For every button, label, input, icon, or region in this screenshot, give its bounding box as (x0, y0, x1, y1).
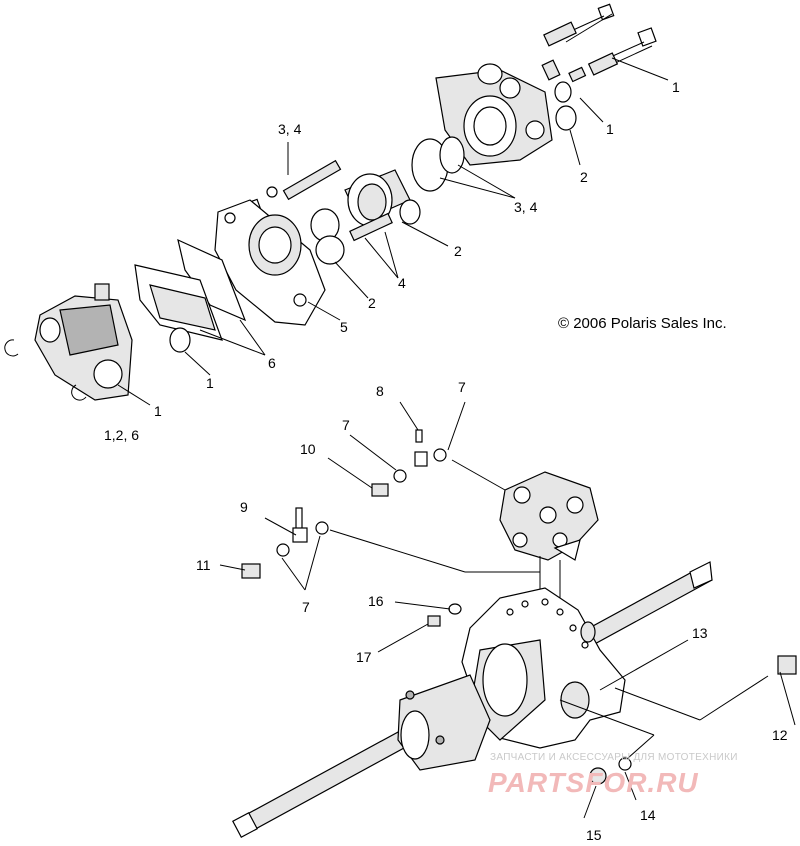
caliper-housing-outer (435, 63, 553, 166)
caliper-pistons (310, 169, 421, 265)
piston-seals (411, 136, 465, 192)
leader-lines-upper (117, 57, 669, 406)
bolt-11 (241, 563, 261, 579)
callout-12: 12 (772, 727, 788, 743)
callout-5: 5 (340, 319, 348, 335)
callout-13: 13 (692, 625, 708, 641)
caliper-housing-inner (34, 283, 191, 401)
callout-1: 1 (206, 375, 214, 391)
bleeder-parts (219, 401, 506, 591)
callout-7: 7 (458, 379, 466, 395)
washer-7-left (393, 469, 407, 483)
callout-1: 1 (154, 403, 162, 419)
caliper-bracket (214, 199, 326, 326)
callout-3-4: 3, 4 (278, 121, 302, 137)
nut-15 (589, 767, 607, 785)
callout-11: 11 (196, 557, 211, 573)
snap-ring-bottom (71, 384, 87, 401)
shaft-collar (580, 621, 596, 643)
cv-boot (397, 639, 546, 771)
bleeder-screw-9 (292, 527, 308, 543)
callout-15: 15 (586, 827, 602, 843)
callout-7: 7 (302, 599, 310, 615)
callout-4: 4 (398, 275, 406, 291)
bolt-10 (371, 483, 389, 497)
washer-7-top (433, 448, 447, 462)
caliper-bolt-top (543, 3, 615, 47)
callout-2: 2 (580, 169, 588, 185)
caliper-bolt-mid (541, 27, 657, 83)
nut-16 (448, 603, 462, 615)
watermark-brand: PARTSFOR.RU (488, 767, 699, 798)
bolt-12 (777, 655, 797, 675)
bolt-17 (427, 615, 441, 627)
callout-7: 7 (342, 417, 350, 433)
caliper-washers-right (554, 81, 577, 131)
callout-labels: 1 1 2 3, 4 3, 4 2 4 2 5 6 1 1 1,2, 6 8 7… (104, 79, 788, 843)
brake-pads (134, 238, 247, 341)
upper-caliper-assembly (4, 3, 657, 401)
callout-8: 8 (376, 383, 384, 399)
copyright-notice: © 2006 Polaris Sales Inc. (558, 315, 727, 332)
watermark-tagline: ЗАПЧАСТИ И АКСЕССУАРЫ ДЛЯ МОТОТЕХНИКИ (490, 752, 738, 763)
leader-lines-lower (377, 601, 796, 819)
callout-1-2-6: 1,2, 6 (104, 427, 139, 443)
drive-shaft-assembly (232, 561, 797, 838)
callout-10: 10 (300, 441, 316, 457)
callout-3-4: 3, 4 (514, 199, 538, 215)
callout-1: 1 (606, 121, 614, 137)
callout-1: 1 (672, 79, 680, 95)
callout-2: 2 (368, 295, 376, 311)
callout-17: 17 (356, 649, 372, 665)
callout-2: 2 (454, 243, 462, 259)
bleeder-screw-8 (414, 451, 428, 467)
callout-14: 14 (640, 807, 656, 823)
snap-ring-left (4, 339, 19, 357)
callout-6: 6 (268, 355, 276, 371)
watermark: ЗАПЧАСТИ И АКСЕССУАРЫ ДЛЯ МОТОТЕХНИКИ PA… (488, 752, 738, 798)
callout-9: 9 (240, 499, 248, 515)
callout-16: 16 (368, 593, 384, 609)
nut-14 (618, 757, 632, 771)
